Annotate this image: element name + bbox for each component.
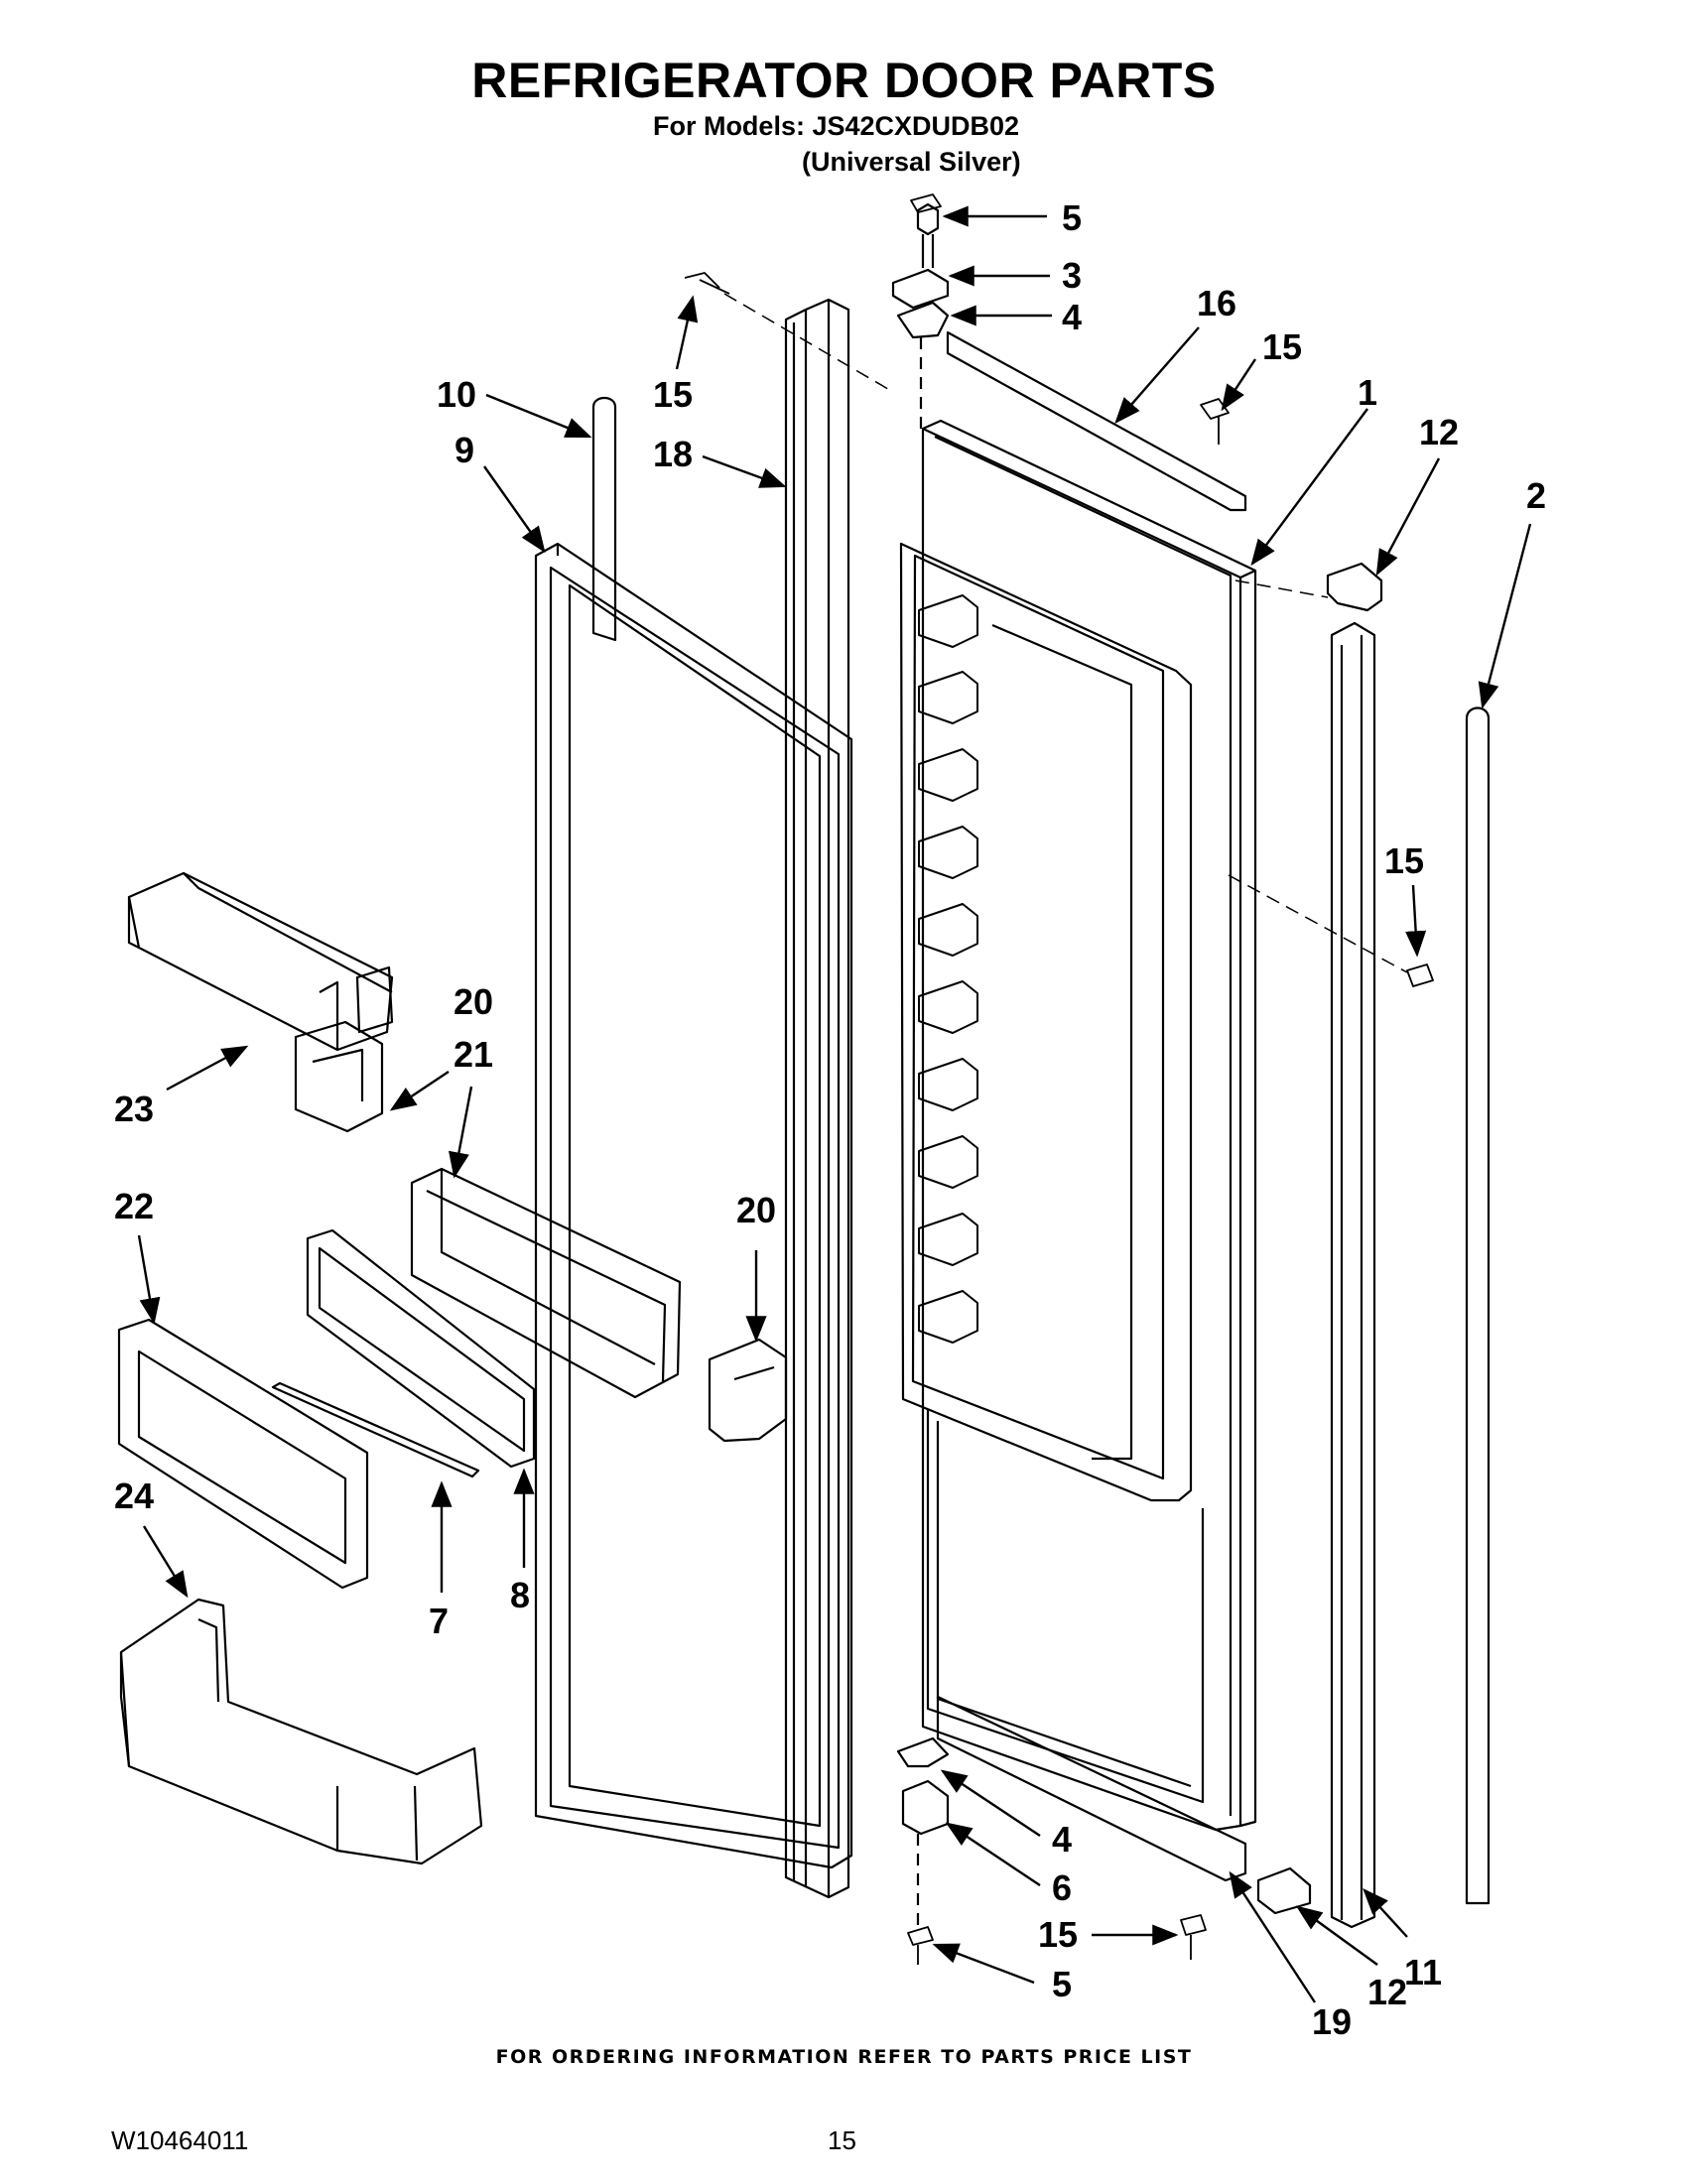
callout-3: 3 — [1062, 255, 1082, 296]
leader-4-bot — [940, 1769, 1041, 1838]
callout-5-bot: 5 — [1052, 1964, 1072, 2004]
callout-12-bot: 12 — [1367, 1972, 1407, 2012]
right-clip-part — [708, 1338, 788, 1443]
callout-18: 18 — [653, 434, 693, 474]
assembly-lines — [723, 293, 1408, 973]
top-hinge-parts — [891, 202, 950, 437]
top-channel-part — [946, 330, 1247, 512]
dispenser-housing-part — [410, 1167, 682, 1399]
dispenser-frame-part — [306, 1228, 536, 1469]
callout-15-c: 15 — [1384, 840, 1424, 881]
callout-19: 19 — [1312, 2001, 1352, 2042]
callout-15-d: 15 — [1038, 1914, 1078, 1955]
callout-20-b: 20 — [736, 1190, 776, 1230]
frame-rail-part — [784, 298, 850, 1899]
callout-12-top: 12 — [1419, 412, 1459, 452]
leader-24 — [142, 1525, 189, 1599]
leader-20-a — [389, 1071, 450, 1111]
leader-15-b — [1221, 358, 1257, 412]
callout-15-a: 15 — [653, 374, 693, 415]
shelf-cleats — [918, 594, 978, 1344]
left-clip-part — [294, 1020, 384, 1133]
door-liner-part — [899, 419, 1257, 1832]
leader-12-bot — [1295, 1905, 1378, 1966]
bottom-channel-part — [936, 1695, 1247, 1882]
ordering-note: FOR ORDERING INFORMATION REFER TO PARTS … — [495, 2046, 1193, 2068]
bottom-hinge-parts — [896, 1736, 950, 1930]
leader-arrows — [137, 205, 1532, 2003]
callout-6: 6 — [1052, 1867, 1072, 1908]
screw-side — [1406, 964, 1434, 987]
leader-22 — [137, 1234, 161, 1325]
callout-5-top: 5 — [1062, 197, 1082, 238]
leader-15-c — [1405, 884, 1427, 958]
leader-5-bot — [932, 1943, 1035, 1985]
callout-16: 16 — [1197, 283, 1236, 323]
callout-8: 8 — [510, 1575, 530, 1615]
models-line: For Models: JS42CXDUDB02 — [0, 111, 1688, 142]
callout-9: 9 — [454, 430, 474, 470]
leader-18 — [702, 454, 787, 488]
screw-frame-top — [684, 272, 730, 295]
screw-channel — [1200, 398, 1230, 445]
callout-11: 11 — [1404, 1952, 1442, 1992]
gasket-strip-part — [591, 396, 617, 642]
upper-bracket-part — [1326, 562, 1383, 612]
leader-6 — [945, 1822, 1041, 1886]
leader-1 — [1250, 408, 1368, 567]
callout-20-a: 20 — [454, 981, 493, 1022]
upper-door-bin-part — [127, 871, 394, 1052]
leader-15-a — [675, 295, 699, 370]
screws — [684, 193, 1434, 1965]
leader-21 — [449, 1086, 473, 1179]
callout-10: 10 — [437, 374, 476, 415]
screw-bottom-channel — [1180, 1914, 1207, 1960]
page-number: 15 — [828, 2125, 856, 2155]
outer-door-panel-part — [534, 542, 853, 1869]
callout-4-top: 4 — [1062, 297, 1082, 337]
callout-15-b: 15 — [1262, 326, 1302, 367]
screw-bottom-hinge — [907, 1926, 934, 1965]
leader-10 — [485, 393, 592, 439]
screw-top-hinge — [910, 193, 942, 213]
leader-12-top — [1375, 457, 1441, 577]
callout-22: 22 — [114, 1186, 154, 1226]
leader-9 — [483, 465, 546, 554]
callout-21: 21 — [454, 1034, 493, 1075]
leader-11 — [1363, 1888, 1408, 1938]
document-number: W10464011 — [111, 2125, 249, 2155]
models-text: For Models: JS42CXDUDB02 — [652, 111, 1020, 141]
callout-7: 7 — [429, 1601, 449, 1641]
color-line: (Universal Silver) — [802, 147, 1021, 177]
callout-23: 23 — [114, 1089, 154, 1129]
page-title: REFRIGERATOR DOOR PARTS — [471, 53, 1217, 108]
leader-19 — [1229, 1870, 1317, 2003]
trim-strip-part — [271, 1381, 480, 1478]
handle-trim-part — [1465, 707, 1491, 1905]
callout-1: 1 — [1358, 372, 1377, 413]
lower-bracket-part — [1256, 1866, 1312, 1915]
leader-2 — [1478, 523, 1532, 709]
callout-24: 24 — [114, 1476, 154, 1516]
side-trim-part — [1330, 621, 1376, 1929]
callout-4-bot: 4 — [1052, 1819, 1072, 1860]
leader-16 — [1114, 326, 1200, 424]
leader-23 — [166, 1045, 249, 1092]
callout-2: 2 — [1526, 475, 1546, 516]
callout-numbers: 5 3 4 16 15 1 12 2 15 10 18 9 15 20 21 2… — [114, 197, 1546, 2042]
lower-door-bin-part — [119, 1598, 483, 1865]
